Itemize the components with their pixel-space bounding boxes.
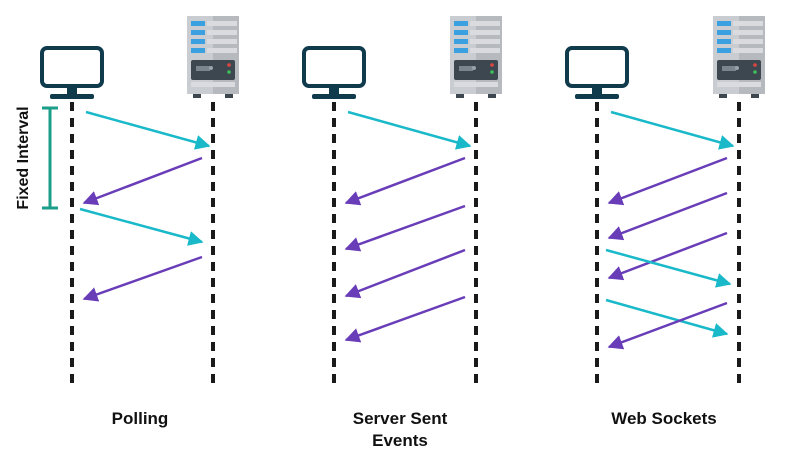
request-arrow	[605, 248, 732, 288]
request-arrow	[79, 207, 204, 246]
panel-label-web-sockets: Web Sockets	[611, 409, 717, 428]
server-rack-icon	[187, 16, 239, 98]
response-arrow	[344, 204, 466, 252]
request-arrow	[347, 110, 472, 150]
response-arrow	[607, 156, 728, 206]
response-arrow	[607, 191, 728, 241]
request-arrow	[610, 110, 735, 150]
fixed-interval-bracket	[42, 106, 58, 210]
response-arrow	[82, 156, 203, 206]
server-rack-icon	[450, 16, 502, 98]
response-arrow	[607, 231, 728, 281]
panel-label-server-sent-events: Server Sent Events	[352, 409, 448, 450]
response-arrow	[344, 248, 466, 299]
server-rack-icon	[713, 16, 765, 98]
request-arrow	[605, 298, 729, 338]
client-monitor-icon	[565, 46, 629, 101]
response-arrow	[607, 301, 728, 350]
client-monitor-icon	[40, 46, 104, 101]
client-monitor-icon	[302, 46, 366, 101]
panel-label-polling: Polling	[111, 409, 169, 428]
response-arrow	[344, 156, 466, 206]
response-arrow	[82, 255, 203, 302]
request-arrow	[85, 110, 211, 150]
fixed-interval-label: Fixed Interval	[15, 106, 32, 209]
response-arrow	[344, 295, 466, 343]
